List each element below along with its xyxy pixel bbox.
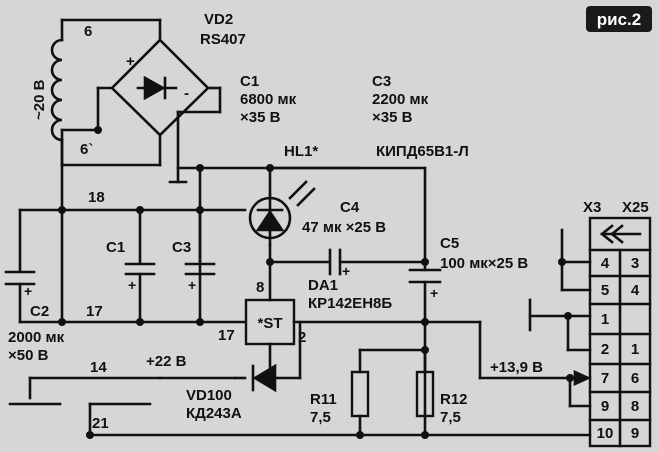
label-vd100-name: VD100	[186, 387, 232, 404]
label-node-14: 14	[90, 359, 107, 376]
label-c4-value: 47 мк ×25 В	[302, 219, 386, 236]
label-c3-top-voltage: ×35 В	[372, 109, 413, 126]
label-c1-low: C1	[106, 239, 125, 256]
label-hl1: HL1*	[284, 143, 318, 160]
label-bridge-plus: +	[126, 53, 135, 70]
label-c2-value: 2000 мк	[8, 329, 65, 346]
label-r11-value: 7,5	[310, 409, 331, 426]
connector-pin-right-4: 6	[631, 370, 639, 387]
figure-badge	[586, 6, 652, 32]
label-pin-out: 17	[218, 327, 235, 344]
label-r12-name: R12	[440, 391, 468, 408]
connector-pin-left-2: 1	[601, 311, 609, 328]
connector-pin-left-6: 10	[597, 425, 614, 442]
label-r12-value: 7,5	[440, 409, 461, 426]
connector-pin-left-3: 2	[601, 341, 609, 358]
label-x3: X3	[583, 199, 601, 216]
label-x25: X25	[622, 199, 649, 216]
label-transformer-voltage: ~20 В	[31, 79, 48, 120]
connector-pin-right-5: 8	[631, 398, 639, 415]
connector-pin-left-0: 4	[601, 255, 610, 272]
label-c3-top-value: 2200 мк	[372, 91, 429, 108]
label-tap-bottom: 6`	[80, 141, 93, 158]
label-rs407: RS407	[200, 31, 246, 48]
connector-pin-left-1: 5	[601, 282, 609, 299]
label-c1-top-name: C1	[240, 73, 259, 90]
label-pin-in: 8	[256, 279, 264, 296]
label-r11-name: R11	[310, 391, 337, 408]
junction-dots	[58, 126, 574, 439]
label-da1: DA1	[308, 277, 338, 294]
label-vd100-voltage: +22 В	[146, 353, 187, 370]
label-c2-name: C2	[30, 303, 49, 320]
label-bridge-minus: -	[184, 85, 189, 102]
label-c3-plus: +	[188, 277, 196, 293]
connector-pin-right-1: 4	[631, 282, 640, 299]
label-node-17: 17	[86, 303, 103, 320]
label-c1-top-voltage: ×35 В	[240, 109, 281, 126]
label-c5-plus: +	[430, 285, 438, 301]
label-node-18: 18	[88, 189, 105, 206]
label-node-21: 21	[92, 415, 109, 432]
label-c5-value: 100 мк×25 В	[440, 255, 528, 272]
figure-label: рис.2	[597, 10, 641, 29]
label-c1-plus: +	[128, 277, 136, 293]
label-output-voltage: +13,9 В	[490, 359, 543, 376]
label-c4-plus: +	[342, 263, 350, 279]
label-c4-name: C4	[340, 199, 360, 216]
connector-pin-left-5: 9	[601, 398, 609, 415]
label-vd100-part: КД243А	[186, 405, 242, 422]
connector-pin-labels: 4 3 5 4 1 2 1 7 6 9 8 10 9	[597, 255, 640, 442]
label-c2-plus: +	[24, 283, 32, 299]
connector-pin-right-3: 1	[631, 341, 639, 358]
label-c3-top-name: C3	[372, 73, 391, 90]
label-c5-name: C5	[440, 235, 459, 252]
label-c3-low: C3	[172, 239, 191, 256]
label-pin-gnd: 2	[298, 329, 306, 346]
label-regulator-body: *ST	[257, 315, 282, 332]
connector-pin-right-6: 9	[631, 425, 639, 442]
label-c1-top-value: 6800 мк	[240, 91, 297, 108]
label-hl1-part: КИПД65В1-Л	[376, 143, 469, 160]
connector-pin-left-4: 7	[601, 370, 609, 387]
label-da1-part: КР142ЕН8Б	[308, 295, 392, 312]
label-c2-voltage: ×50 В	[8, 347, 49, 364]
label-tap-top: 6	[84, 23, 92, 40]
label-vd2: VD2	[204, 11, 233, 28]
connector-pin-right-0: 3	[631, 255, 639, 272]
bridge-rectifier-vd2	[96, 38, 222, 137]
